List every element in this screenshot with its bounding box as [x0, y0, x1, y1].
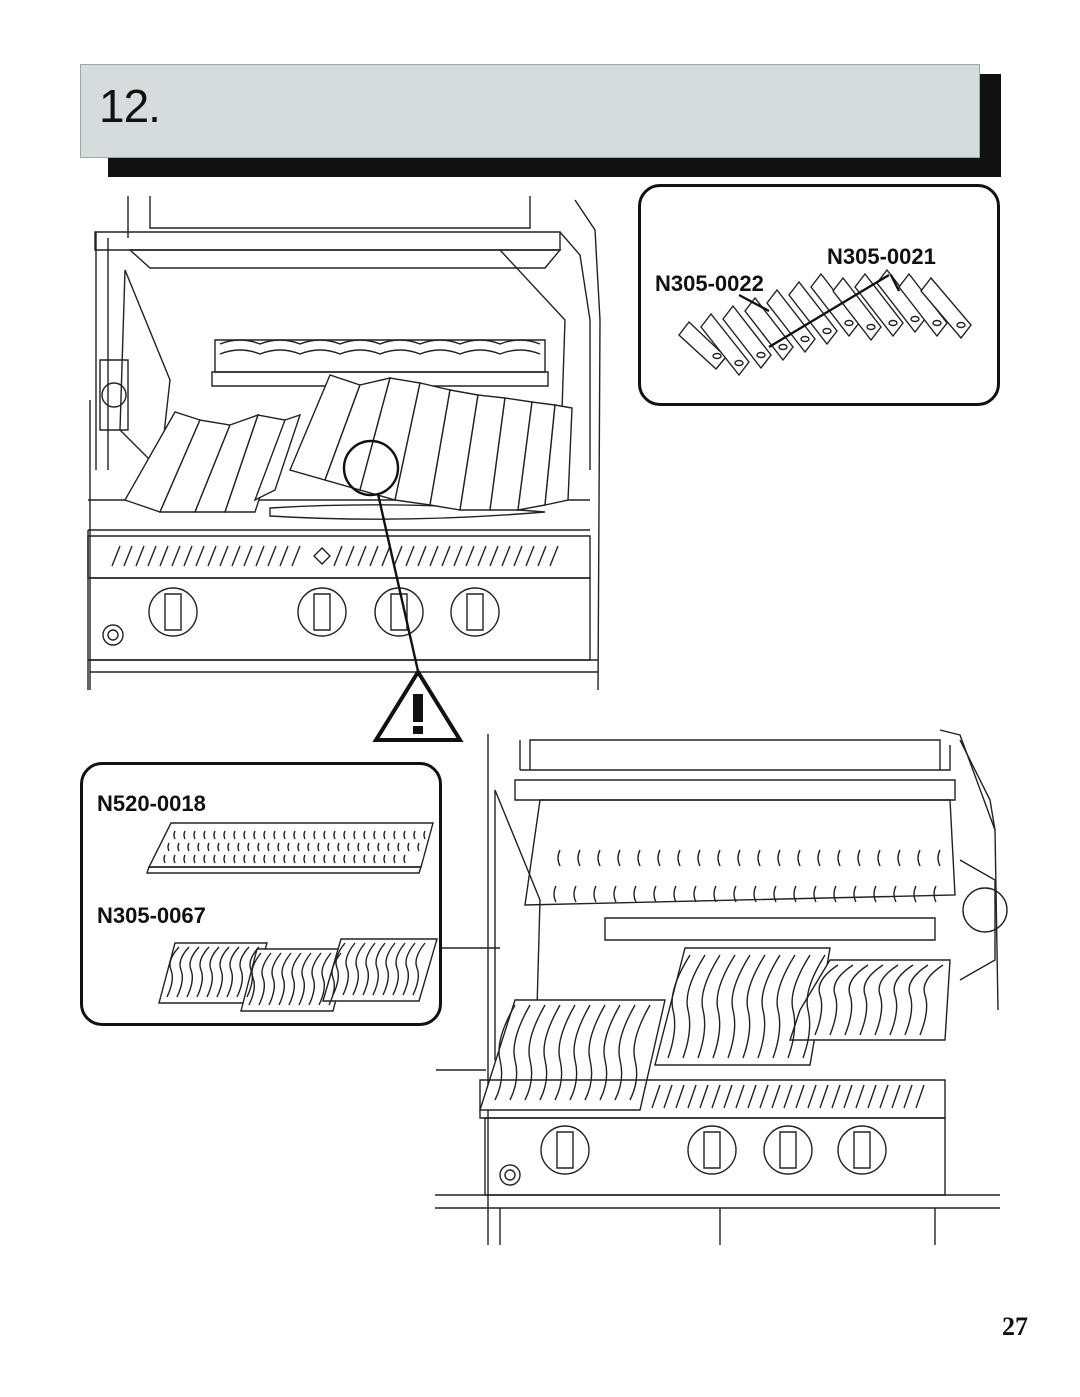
- bottom-grill-drawing: [435, 729, 1008, 1245]
- warning-triangle-icon: [372, 668, 464, 742]
- top-grill-drawing: [87, 196, 601, 691]
- part-number-label: N520-0018: [97, 791, 206, 816]
- flame-tamer-callout: N305-0021 N305-0022: [638, 184, 1000, 406]
- step-banner: 12.: [80, 64, 980, 158]
- cooking-grid-callout: N520-0018 N305-0067: [80, 762, 442, 1026]
- part-number-label: N305-0067: [97, 903, 206, 928]
- step-number: 12.: [99, 80, 161, 132]
- part-number-label: N305-0022: [655, 271, 764, 296]
- flame-tamer-parts-drawing: [678, 268, 972, 377]
- page-number: 27: [1002, 1312, 1028, 1341]
- grid-parts-drawing: [146, 822, 438, 1012]
- part-number-label: N305-0021: [827, 244, 936, 269]
- magnifier-circle-icon: [342, 439, 400, 497]
